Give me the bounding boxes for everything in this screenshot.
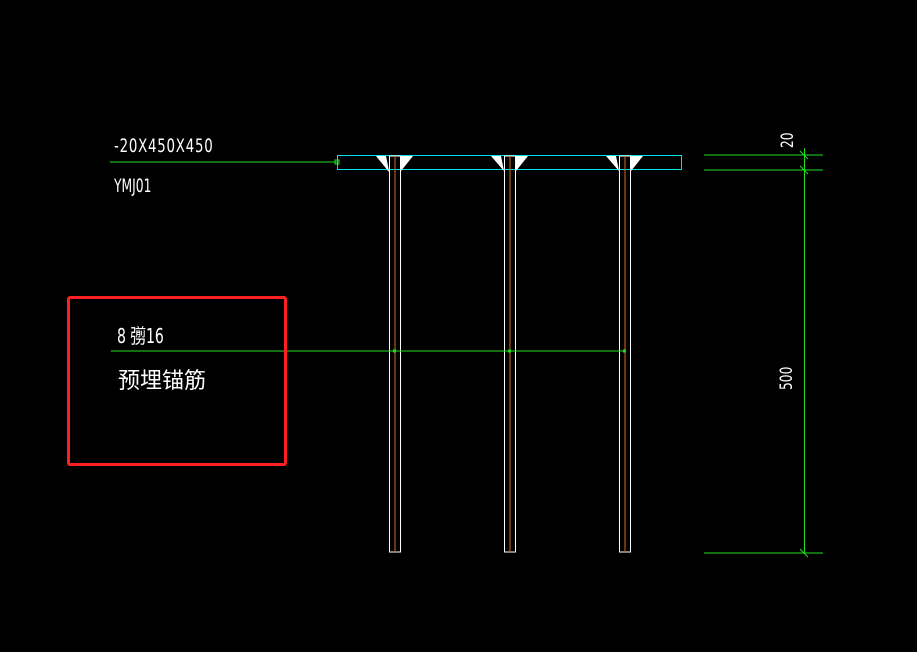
weld-right-icon xyxy=(631,156,643,171)
dim-tick-icon xyxy=(799,548,809,558)
anchor-name-label[interactable]: 预埋锚筋 xyxy=(118,369,207,394)
weld-left-icon xyxy=(491,156,504,171)
dim-tick-icon xyxy=(799,150,809,160)
anchor-bar-2[interactable] xyxy=(491,155,528,553)
anchor-bar-1[interactable] xyxy=(376,155,413,553)
selection-highlight-box xyxy=(67,296,287,466)
plate-spec-label[interactable]: -20X450X450 xyxy=(114,135,214,157)
weld-left-icon xyxy=(376,156,389,172)
dimension-20-text[interactable]: 20 xyxy=(778,132,798,148)
dimension-500-text[interactable]: 500 xyxy=(777,366,797,390)
leader-node-3 xyxy=(623,349,626,353)
plate-id-label[interactable]: YMJ01 xyxy=(114,175,152,197)
anchor-bar-3[interactable] xyxy=(606,155,643,553)
dimension-500[interactable] xyxy=(704,170,823,558)
weld-right-icon xyxy=(516,156,528,171)
dimension-20[interactable] xyxy=(704,148,823,175)
leader-node-1 xyxy=(393,349,396,353)
weld-right-icon xyxy=(401,156,413,171)
anchor-spec-label[interactable]: 8 彅16 xyxy=(117,324,164,348)
leader-node-2 xyxy=(508,349,511,353)
weld-left-icon xyxy=(606,156,619,171)
